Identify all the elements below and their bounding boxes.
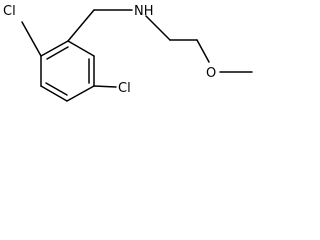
ring-bond-c1-c2: [40, 40, 69, 57]
oxygen-label: O: [206, 66, 216, 81]
bond-nitrogen-to-ch2: [145, 15, 171, 41]
chlorine-top-label: Cl: [3, 4, 16, 19]
nitrogen-label: NH: [134, 4, 154, 19]
chemical-structure-diagram: Cl Cl NH O: [3, 4, 253, 102]
ring-bond-c6-c1: [67, 40, 95, 57]
bond-ring-to-chlorine-bottom: [93, 85, 117, 88]
bond-ring-to-ch2: [67, 9, 95, 42]
ring-double-bond-inner-top: [46, 46, 69, 60]
bond-ch2-to-oxygen: [196, 39, 210, 63]
bond-ring-to-chlorine-top: [21, 21, 42, 57]
ring-bond-c4-c5: [66, 85, 95, 102]
benzene-ring: [40, 40, 95, 102]
ring-bond-c3-c4: [40, 85, 68, 102]
ring-double-bond-inner-bottom: [45, 82, 68, 96]
chlorine-bottom-label: Cl: [118, 81, 131, 96]
